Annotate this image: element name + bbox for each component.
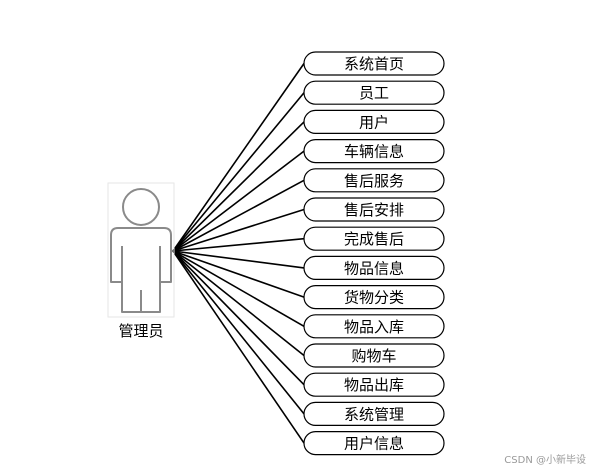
- use-case-oval: [303, 343, 445, 368]
- use-case-label: 物品入库: [344, 318, 404, 336]
- watermark-text: CSDN @小新毕设: [504, 453, 586, 466]
- use-case-item: 物品信息: [303, 255, 445, 280]
- use-case-oval: [303, 255, 445, 280]
- use-case-item: 货物分类: [303, 285, 445, 310]
- use-case-label: 用户: [359, 113, 389, 131]
- use-case-oval: [303, 139, 445, 164]
- use-case-item: 员工: [303, 80, 445, 105]
- use-case-oval: [303, 80, 445, 105]
- use-case-label: 购物车: [351, 347, 396, 365]
- association-lines: [172, 63, 305, 444]
- use-case-oval: [303, 285, 445, 310]
- use-case-oval: [303, 109, 445, 135]
- use-case-oval: [303, 401, 445, 426]
- use-case-label: 用户信息: [344, 435, 404, 453]
- use-case-label: 货物分类: [344, 289, 404, 307]
- use-case-label: 车辆信息: [344, 143, 404, 161]
- use-case-item: 售后服务: [303, 168, 445, 193]
- use-case-oval: [303, 168, 445, 193]
- actor-label: 管理员: [118, 322, 163, 340]
- actor-body-icon: [110, 227, 172, 313]
- use-case-item: 完成售后: [303, 226, 445, 251]
- use-case-item: 用户: [303, 109, 445, 135]
- association-line: [172, 250, 305, 357]
- actor-head-icon: [122, 188, 160, 226]
- use-case-oval: [303, 314, 445, 339]
- use-case-item: 售后安排: [303, 197, 445, 222]
- use-case-label: 售后服务: [344, 172, 404, 190]
- use-case-oval: [303, 51, 445, 76]
- association-line: [172, 250, 305, 269]
- association-line: [172, 237, 305, 252]
- association-line: [172, 250, 305, 386]
- association-line: [172, 179, 305, 252]
- actor-bounding-box: [107, 182, 175, 318]
- use-case-label: 物品信息: [344, 259, 404, 277]
- use-case-label: 物品出库: [344, 376, 404, 394]
- use-case-label: 完成售后: [344, 230, 404, 248]
- use-case-item: 物品出库: [303, 372, 445, 397]
- use-case-label: 系统管理: [344, 405, 404, 423]
- use-case-list: 系统首页员工用户车辆信息售后服务售后安排完成售后物品信息货物分类物品入库购物车物…: [303, 51, 445, 456]
- actor-administrator: 管理员: [107, 182, 175, 340]
- use-case-oval: [303, 431, 445, 456]
- association-line: [172, 250, 305, 327]
- association-line: [172, 250, 305, 415]
- association-line: [172, 92, 305, 252]
- association-line: [172, 250, 305, 298]
- use-case-label: 售后安排: [344, 201, 404, 219]
- association-line: [172, 63, 305, 252]
- association-line: [172, 250, 305, 444]
- use-case-item: 购物车: [303, 343, 445, 368]
- use-case-item: 系统首页: [303, 51, 445, 76]
- use-case-item: 车辆信息: [303, 139, 445, 164]
- use-case-item: 物品入库: [303, 314, 445, 339]
- use-case-oval: [303, 226, 445, 251]
- use-case-label: 系统首页: [344, 55, 404, 73]
- association-line: [172, 208, 305, 252]
- use-case-label: 员工: [359, 84, 389, 102]
- use-case-item: 系统管理: [303, 401, 445, 426]
- association-line: [172, 150, 305, 252]
- use-case-oval: [303, 372, 445, 397]
- use-case-item: 用户信息: [303, 431, 445, 456]
- use-case-oval: [303, 197, 445, 222]
- association-line: [172, 121, 305, 252]
